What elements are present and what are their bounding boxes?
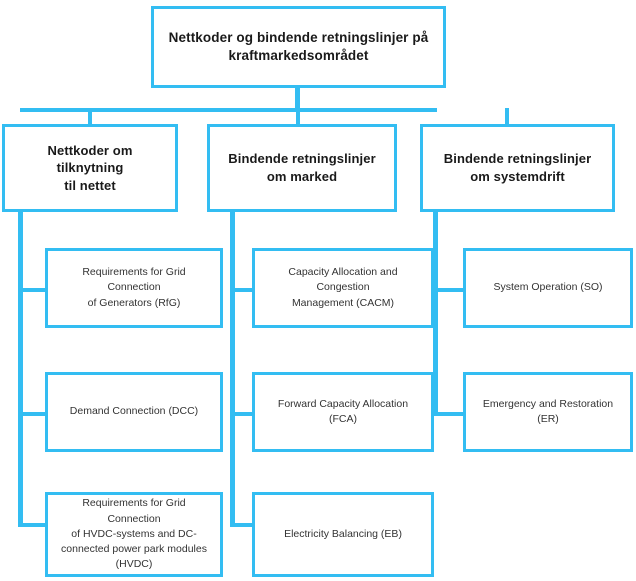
- connector-drop-branch-1: [88, 108, 92, 126]
- leaf-node-label: Electricity Balancing (EB): [284, 527, 402, 540]
- root-node[interactable]: Nettkoder og bindende retningslinjer på …: [151, 6, 446, 88]
- leaf-node-fca[interactable]: Forward Capacity Allocation (FCA): [252, 372, 434, 452]
- leaf-node-er[interactable]: Emergency and Restoration (ER): [463, 372, 633, 452]
- branch-node-label: Bindende retningslinjer om systemdrift: [443, 151, 592, 184]
- connector-root-stem: [295, 88, 300, 110]
- leaf-node-eb[interactable]: Electricity Balancing (EB): [252, 492, 434, 577]
- branch-node-retningslinjer-systemdrift[interactable]: Bindende retningslinjer om systemdrift: [420, 124, 615, 212]
- connector-branch-2-child-1: [234, 288, 256, 292]
- connector-branch-3-child-2: [437, 412, 465, 416]
- branch-node-nettkoder-tilknytning[interactable]: Nettkoder om tilknytning til nettet: [2, 124, 178, 212]
- branch-node-label: Bindende retningslinjer om marked: [228, 151, 376, 184]
- connector-branch-3-child-1: [437, 288, 465, 292]
- connector-branch-2-child-2: [234, 412, 256, 416]
- connector-branch-1-child-3: [22, 523, 48, 527]
- connector-trunk-branch-3: [433, 212, 438, 416]
- root-node-label: Nettkoder og bindende retningslinjer på …: [168, 29, 429, 63]
- connector-level1-bus: [20, 108, 437, 112]
- leaf-node-rfg[interactable]: Requirements for Grid Connection of Gene…: [45, 248, 223, 328]
- connector-trunk-branch-2: [230, 212, 235, 527]
- connector-branch-1-child-2: [22, 412, 48, 416]
- leaf-node-label: Requirements for Grid Connection of HVDC…: [61, 497, 207, 571]
- connector-branch-1-child-1: [22, 288, 48, 292]
- leaf-node-label: Demand Connection (DCC): [69, 405, 199, 418]
- leaf-node-label: Emergency and Restoration (ER): [482, 397, 614, 425]
- leaf-node-hvdc[interactable]: Requirements for Grid Connection of HVDC…: [45, 492, 223, 577]
- leaf-node-label: Requirements for Grid Connection of Gene…: [82, 266, 186, 309]
- leaf-node-label: System Operation (SO): [493, 281, 603, 294]
- leaf-node-label: Forward Capacity Allocation (FCA): [277, 397, 409, 425]
- connector-drop-branch-2: [296, 108, 300, 126]
- branch-node-label: Nettkoder om tilknytning til nettet: [47, 142, 133, 193]
- leaf-node-cacm[interactable]: Capacity Allocation and Congestion Manag…: [252, 248, 434, 328]
- branch-node-retningslinjer-marked[interactable]: Bindende retningslinjer om marked: [207, 124, 397, 212]
- connector-branch-2-child-3: [234, 523, 256, 527]
- connector-drop-branch-3: [505, 108, 509, 126]
- leaf-node-so[interactable]: System Operation (SO): [463, 248, 633, 328]
- connector-trunk-branch-1: [18, 212, 23, 527]
- leaf-node-dcc[interactable]: Demand Connection (DCC): [45, 372, 223, 452]
- leaf-node-label: Capacity Allocation and Congestion Manag…: [288, 266, 398, 309]
